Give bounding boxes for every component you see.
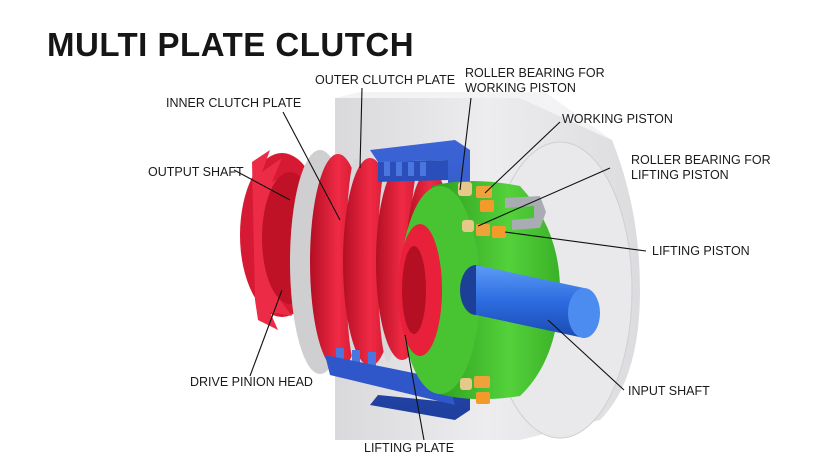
label-roller-bearing-lifting-piston: ROLLER BEARING FOR LIFTING PISTON — [631, 153, 771, 183]
label-inner-clutch-plate: INNER CLUTCH PLATE — [166, 96, 302, 110]
leader-lines — [233, 87, 647, 441]
label-roller-bearing-working-piston: ROLLER BEARING FOR WORKING PISTON — [465, 66, 605, 96]
label-line: LIFTING PISTON — [631, 168, 729, 182]
leader-lifting-piston — [504, 231, 647, 252]
input-shaft — [460, 265, 600, 338]
label-lifting-piston: LIFTING PISTON — [652, 244, 750, 258]
bearings — [458, 182, 546, 404]
leader-roller-bearing-working — [459, 97, 472, 191]
label-input-shaft: INPUT SHAFT — [628, 384, 710, 398]
leader-inner-clutch-plate — [282, 111, 341, 221]
label-line: ROLLER BEARING FOR — [465, 66, 605, 80]
leader-lifting-plate — [404, 334, 425, 441]
leader-outer-clutch-plate — [359, 87, 363, 169]
page-title: MULTI PLATE CLUTCH — [47, 26, 415, 63]
leader-output-shaft — [233, 169, 291, 201]
leader-working-piston — [484, 121, 561, 194]
leader-drive-pinion-head — [249, 289, 283, 377]
label-line: WORKING PISTON — [465, 81, 576, 95]
label-line: ROLLER BEARING FOR — [631, 153, 771, 167]
label-lifting-plate: LIFTING PLATE — [364, 441, 455, 455]
leader-roller-bearing-lifting — [477, 167, 611, 227]
label-output-shaft: OUTPUT SHAFT — [148, 165, 244, 179]
label-outer-clutch-plate: OUTER CLUTCH PLATE — [315, 73, 456, 87]
label-drive-pinion-head: DRIVE PINION HEAD — [190, 375, 313, 389]
leader-input-shaft — [547, 319, 625, 391]
label-working-piston: WORKING PISTON — [562, 112, 673, 126]
